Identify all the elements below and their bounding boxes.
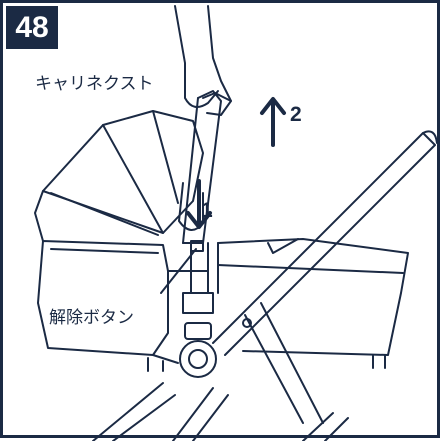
press-down-arrow bbox=[186, 179, 212, 229]
carrycot-label: キャリネクスト bbox=[35, 74, 154, 94]
release-button bbox=[190, 240, 204, 252]
carrycot-canopy bbox=[34, 110, 204, 242]
carrycot-body bbox=[37, 238, 409, 372]
step-number-badge: 48 bbox=[6, 6, 58, 49]
release-button-leader-line bbox=[160, 248, 197, 294]
hand bbox=[174, 5, 232, 231]
stroller-carrycot-illustration bbox=[34, 5, 438, 441]
stroller-frame bbox=[92, 130, 438, 441]
release-button-label: 解除ボタン bbox=[49, 308, 134, 328]
carrycot-handle bbox=[179, 90, 222, 378]
lift-up-step-number: 2 bbox=[290, 103, 302, 126]
lift-up-arrow bbox=[260, 97, 286, 147]
press-down-step-number: 1 bbox=[201, 199, 213, 222]
